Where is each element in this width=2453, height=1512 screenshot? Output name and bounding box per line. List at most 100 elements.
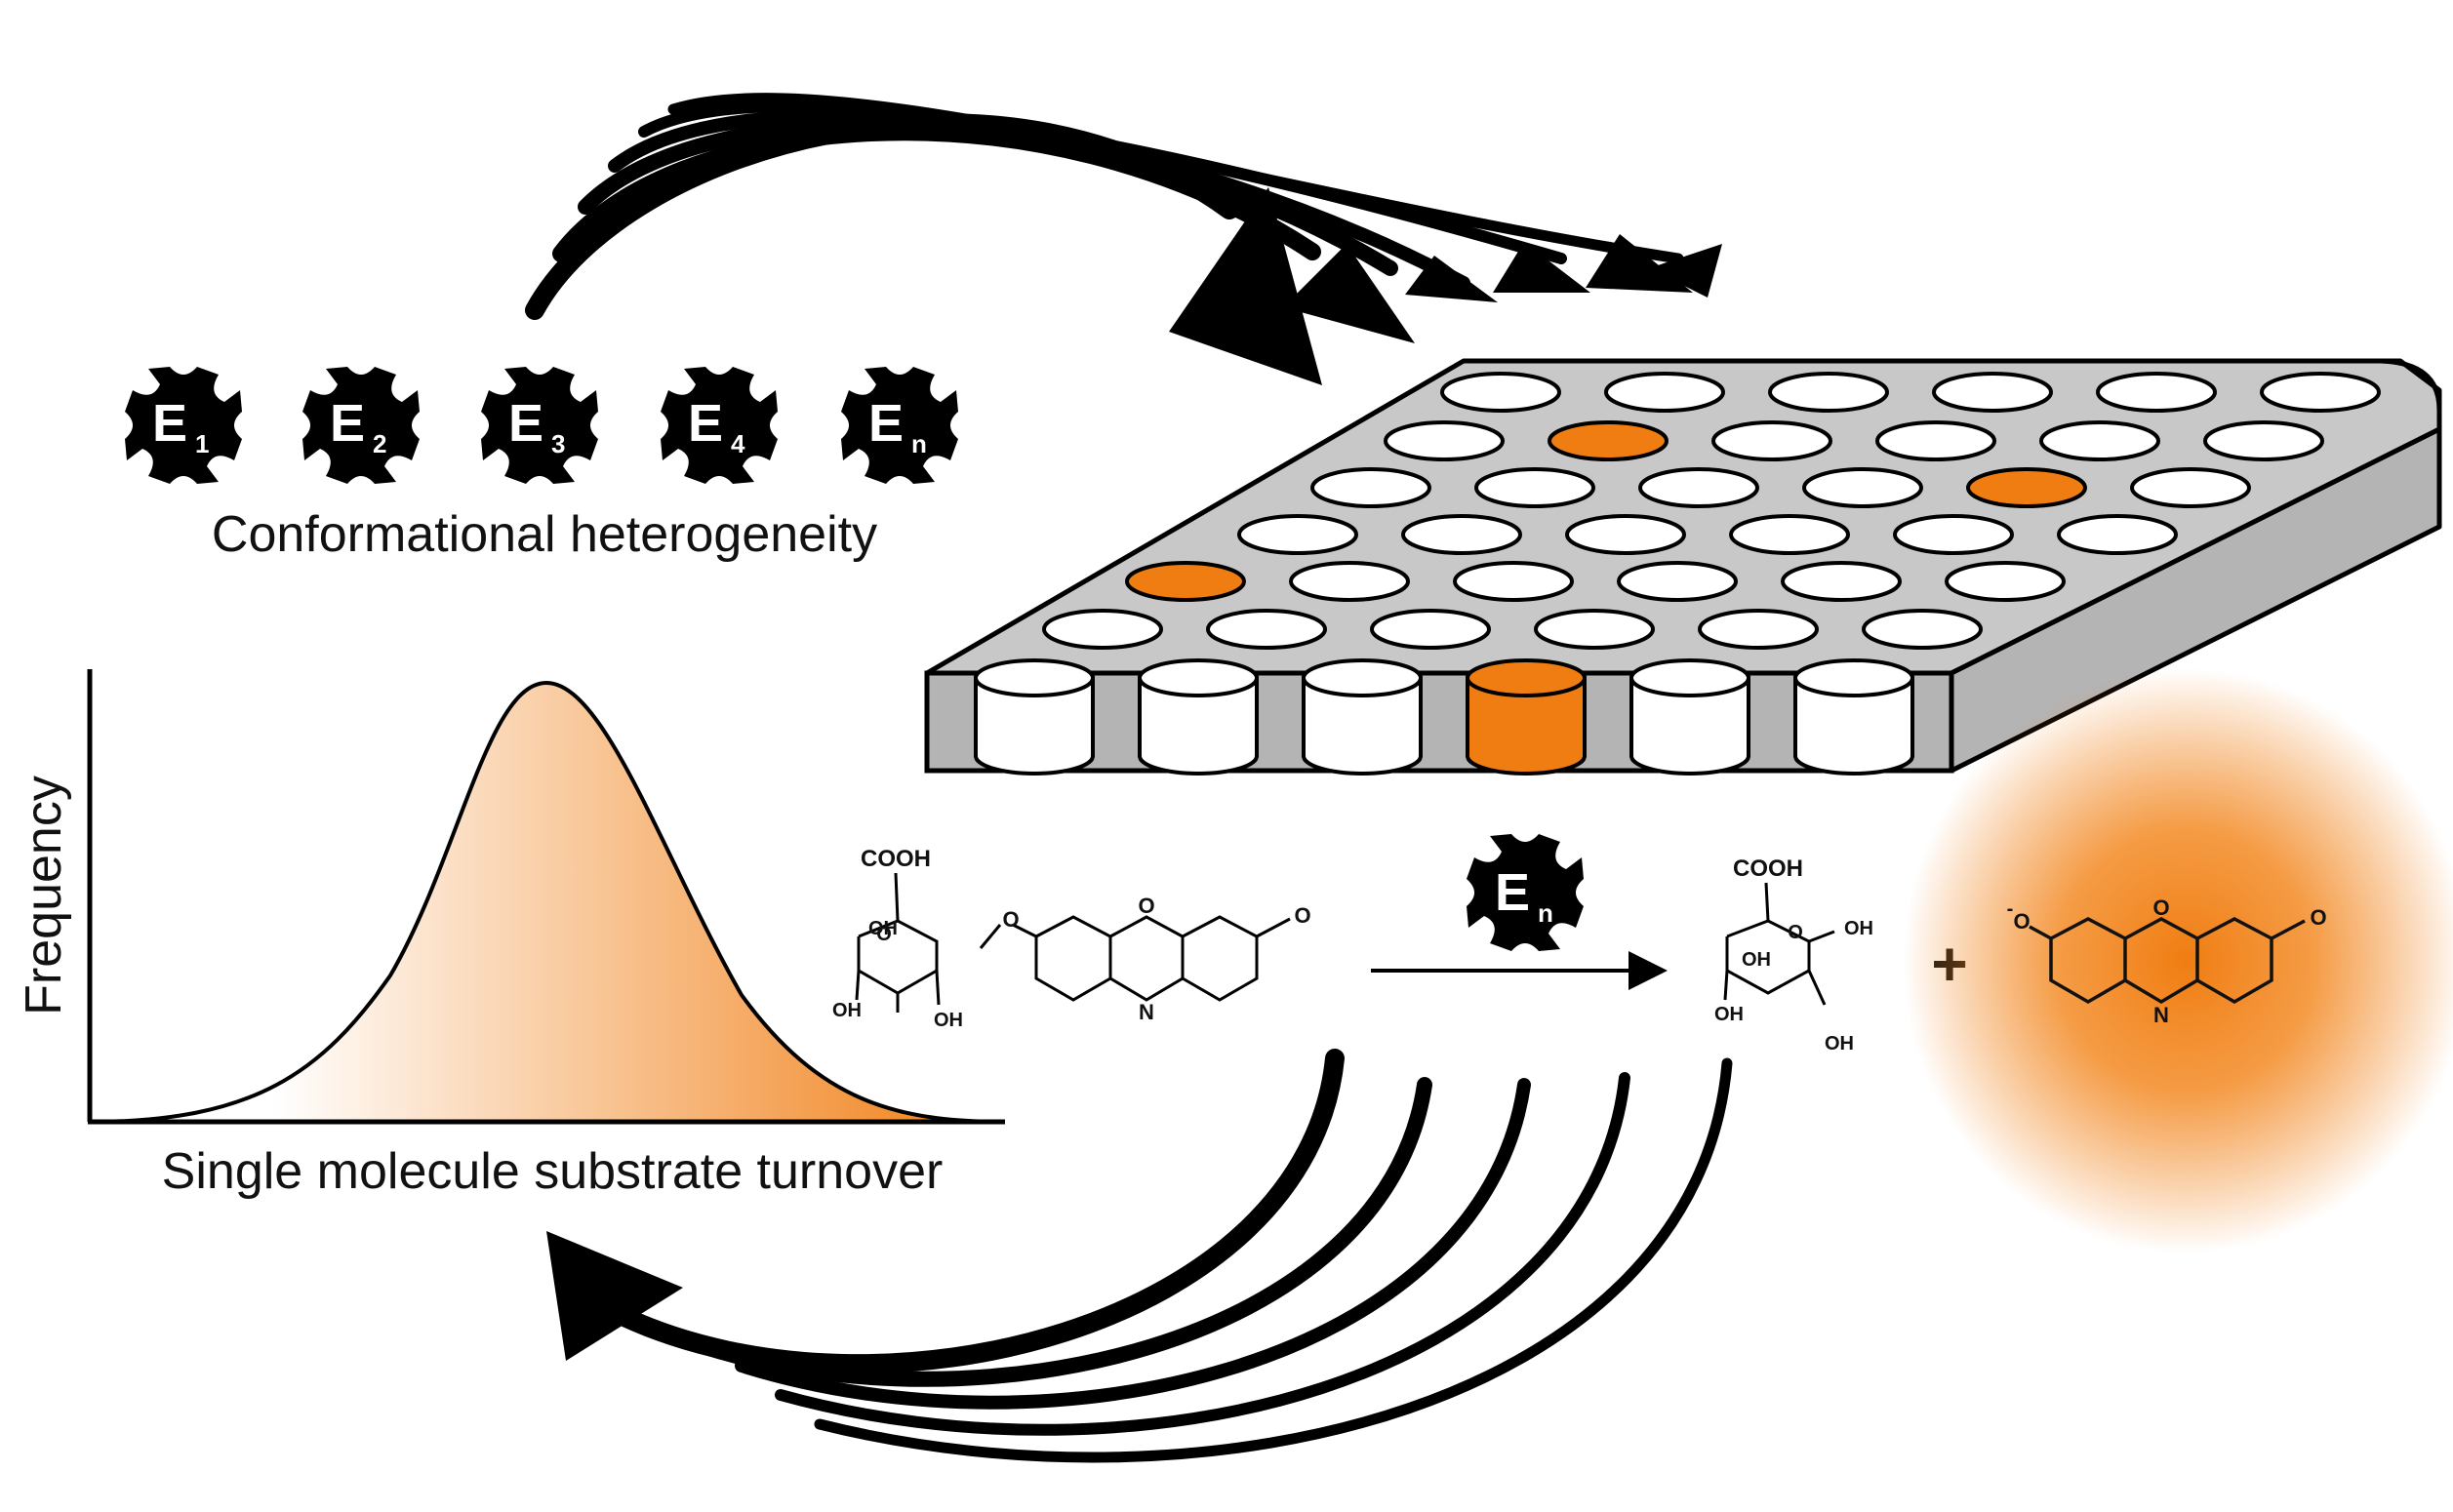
substrate-keto-o: O (1294, 903, 1310, 928)
well (1534, 609, 1655, 650)
dye-n: N (2153, 1003, 2169, 1027)
well-filled (1548, 420, 1669, 461)
dye-ring-right (2196, 917, 2273, 1005)
fluorescence-glow (1903, 668, 2453, 1253)
well (1802, 467, 1923, 508)
well (1862, 609, 1983, 650)
catalyst-letter: E (1495, 863, 1530, 922)
bottom-arrow-2 (695, 1077, 1432, 1387)
bottom-arrows (546, 1049, 1733, 1463)
caption-conformational-heterogeneity: Conformational heterogeneity (212, 506, 877, 563)
top-arrow-6 (667, 93, 1684, 264)
well (1289, 561, 1410, 602)
enzyme-sub-1: 1 (195, 429, 209, 458)
top-arrowhead-2 (1283, 244, 1415, 343)
substrate-oh-upper: OH (868, 918, 898, 939)
well (1565, 514, 1686, 555)
bottom-arrow-5 (814, 1057, 1733, 1463)
well (1932, 372, 2053, 413)
well (1711, 420, 1832, 461)
plate-front-face (924, 670, 1954, 774)
well (1729, 514, 1850, 555)
substrate-n: N (1139, 1000, 1154, 1024)
bottom-arrow-3 (735, 1078, 1531, 1410)
front-well (1138, 658, 1259, 776)
front-well-body (1466, 676, 1587, 776)
top-arrow-2 (552, 123, 1321, 262)
enzyme-icon-4: E 4 (661, 367, 778, 484)
front-well (1629, 658, 1750, 776)
enzyme-sub-3: 3 (551, 429, 565, 458)
dye-ring-middle (2124, 917, 2199, 1005)
front-well-top (1302, 658, 1423, 697)
dye-charge: - (2007, 898, 2014, 920)
well-grid (1042, 372, 2381, 650)
dye-phenolate-o: O (2013, 909, 2030, 934)
well (2130, 467, 2251, 508)
front-well (974, 658, 1095, 776)
well (1401, 514, 1522, 555)
sugar-oh1-bond (1723, 970, 1729, 1001)
well (2203, 420, 2324, 461)
well (2039, 420, 2160, 461)
front-well-top (1793, 658, 1914, 697)
enzyme-row: E 1 E 2 E 3 E 4 E n (125, 367, 958, 484)
sugar-anomeric-bond (1808, 930, 1835, 943)
substrate-keto-bond (1256, 917, 1291, 938)
front-well-row (974, 658, 1914, 776)
front-well-top (1138, 658, 1259, 697)
substrate-ring-left (1034, 915, 1112, 1002)
well (1604, 372, 1725, 413)
front-well-body (974, 676, 1095, 776)
substrate-oh-left: OH (832, 1000, 862, 1021)
well (1781, 561, 1902, 602)
top-arrowhead-4 (1493, 242, 1590, 293)
sugar-oh3-bond (1807, 970, 1827, 1006)
well (1638, 467, 1759, 508)
top-arrows (525, 93, 1722, 385)
substrate-cooh-bond (894, 872, 900, 922)
substrate-oh3-bond (935, 970, 941, 1006)
top-arrowhead-3 (1405, 256, 1498, 302)
well (1370, 609, 1491, 650)
x-axis-label: Single molecule substrate turnover (162, 1143, 944, 1200)
sugar-cooh: COOH (1733, 855, 1803, 882)
top-arrowhead-1 (1169, 187, 1322, 385)
front-well-filled (1466, 658, 1587, 776)
substrate-ring-right (1182, 915, 1259, 1002)
well-plate (924, 358, 2442, 776)
front-well-top (1466, 658, 1587, 697)
front-well-top (1629, 658, 1750, 697)
sugar-oh-anomeric: OH (1844, 918, 1873, 939)
sugar-oh-left: OH (1714, 1004, 1744, 1025)
well (1206, 609, 1327, 650)
plate-top-rounded-corner (2380, 358, 2442, 411)
substrate-link-bond (979, 924, 1002, 949)
well (1474, 467, 1595, 508)
dye-keto-bond (2271, 919, 2306, 940)
well (1875, 420, 1996, 461)
turnover-histogram: Frequency Single molecule substrate turn… (16, 669, 1006, 1200)
dye-bridge-o: O (2152, 895, 2169, 920)
y-axis-label: Frequency (16, 776, 72, 1015)
enzyme-icon-2: E 2 (302, 367, 420, 484)
well (2260, 372, 2381, 413)
well-filled (1966, 467, 2087, 508)
front-well (1302, 658, 1423, 776)
well (1617, 561, 1738, 602)
sugar-cooh-bond (1764, 882, 1770, 922)
well (2096, 372, 2217, 413)
substrate-linker-o: O (1002, 907, 1019, 932)
sugar-product-structure: COOH O OH OH OH OH (1714, 855, 1873, 1054)
bottom-arrow-4 (775, 1072, 1630, 1436)
front-well-body (1629, 676, 1750, 776)
substrate-structure: COOH O OH OH OH O O N O (832, 846, 1311, 1031)
substrate-oh1-bond (855, 970, 861, 1001)
well (1237, 514, 1358, 555)
top-arrowhead-5 (1586, 234, 1693, 293)
substrate-ring-o: O (876, 924, 892, 945)
substrate-ring-middle (1109, 915, 1185, 1002)
enzyme-icon-1: E 1 (125, 367, 242, 484)
resorufin-dye: O - O N O (1903, 668, 2453, 1253)
well (1453, 561, 1574, 602)
